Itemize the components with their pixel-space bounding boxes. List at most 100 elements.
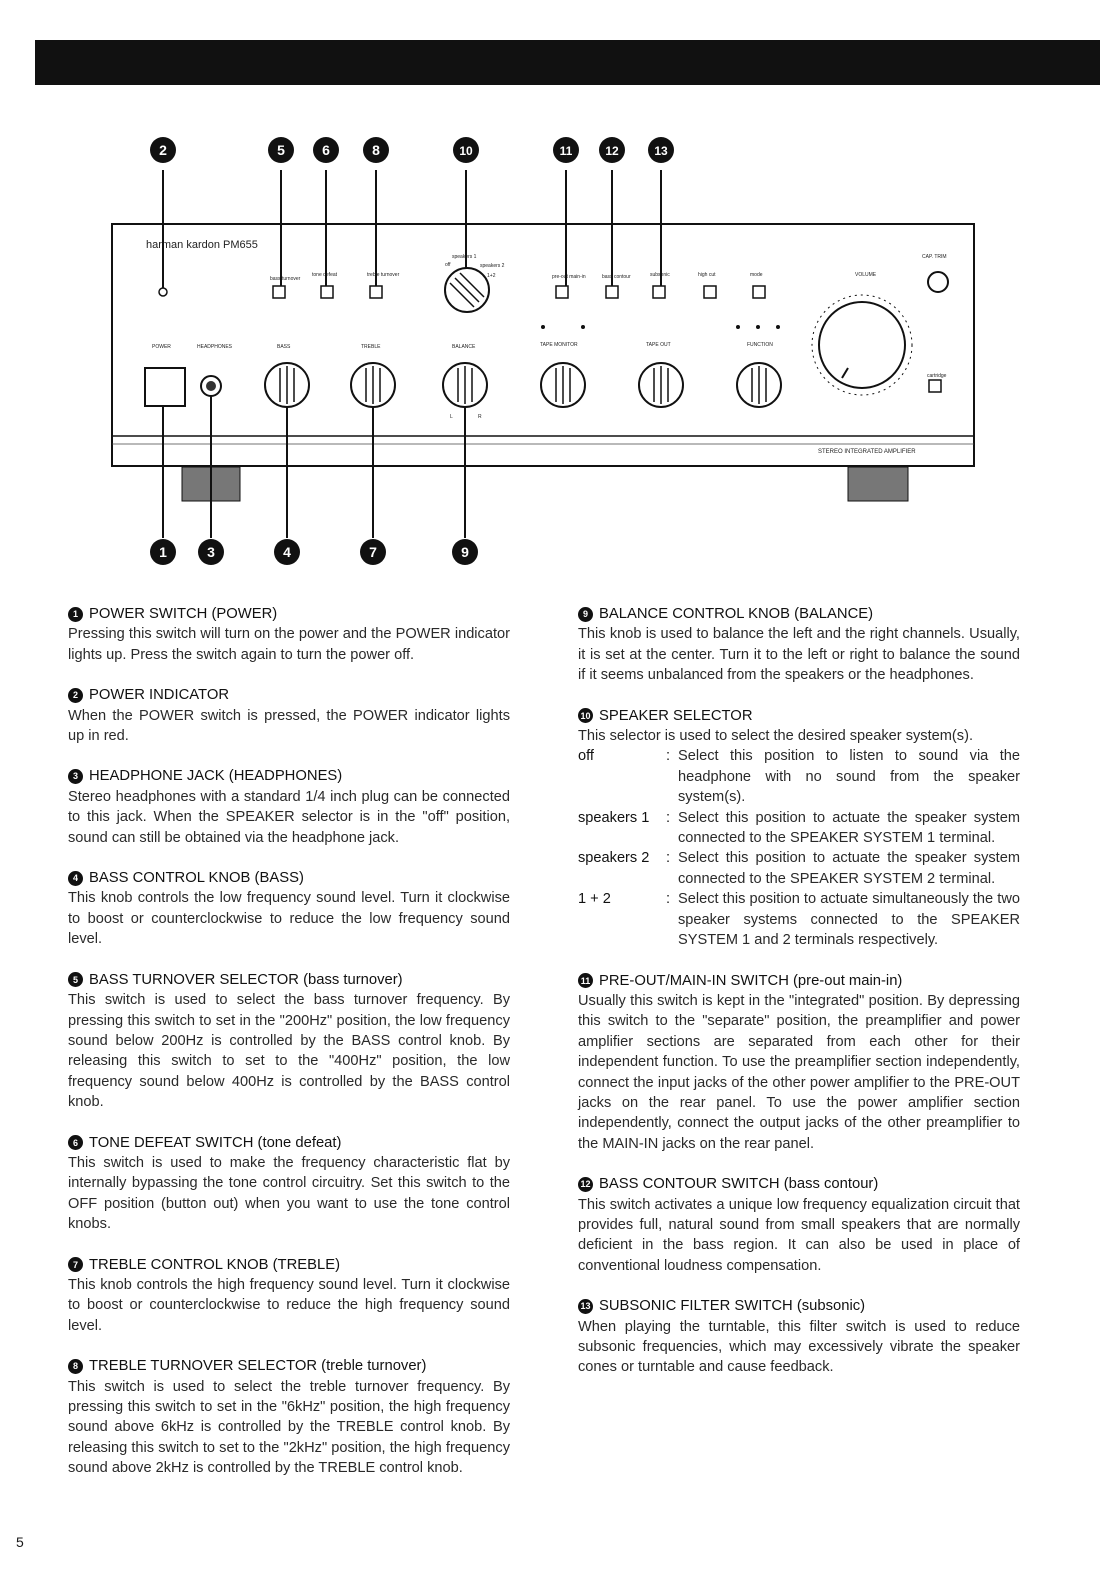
svg-text:5: 5 [277, 142, 285, 158]
section-body: Pressing this switch will turn on the po… [68, 626, 510, 663]
section-title: TREBLE TURNOVER SELECTOR (treble turnove… [89, 1358, 427, 1375]
svg-text:10: 10 [459, 144, 473, 158]
section-number-badge: 10 [578, 708, 593, 724]
svg-text:8: 8 [372, 142, 380, 158]
option-term: speakers 1 [578, 809, 650, 826]
option-term: speakers 2 [578, 850, 650, 867]
svg-text:12: 12 [605, 144, 619, 158]
section-body: When the POWER switch is pressed, the PO… [68, 707, 510, 745]
label-speakers-off: off [445, 262, 451, 268]
section-treble-knob: 7 TREBLE CONTROL KNOB (TREBLE) This knob … [68, 1255, 510, 1337]
section-number-badge: 1 [68, 606, 83, 622]
section-intro: This selector is used to select the desi… [578, 728, 974, 745]
callouts-bottom: 1 3 4 7 9 [150, 539, 478, 565]
option-desc: Select this position to actuate the spea… [678, 809, 1020, 847]
section-body: This switch is used to select the bass t… [68, 992, 510, 1111]
callout-2: 2 [150, 137, 176, 163]
section-number-badge: 6 [68, 1135, 83, 1151]
label-tape-out: TAPE OUT [646, 342, 671, 348]
label-function: FUNCTION [747, 342, 773, 348]
label-bass-contour: bass contour [602, 274, 631, 280]
section-bass-contour: 12 BASS CONTOUR SWITCH (bass contour) Thi… [578, 1174, 1020, 1276]
label-speakers-both: 1+2 [487, 273, 496, 279]
section-tone-defeat: 6 TONE DEFEAT SWITCH (tone defeat) This s… [68, 1133, 510, 1235]
section-number-badge: 8 [68, 1358, 83, 1374]
brand-label: harman kardon PM655 [146, 239, 258, 251]
label-treble-turnover: treble turnover [367, 272, 400, 278]
callout-3: 3 [198, 539, 224, 565]
section-body: This switch is used to select the treble… [68, 1378, 510, 1477]
section-body: This knob controls the low frequency sou… [68, 890, 510, 948]
power-switch-icon [144, 367, 186, 407]
section-number-badge: 7 [68, 1257, 83, 1273]
section-power-switch: 1 POWER SWITCH (POWER) Pressing this swit… [68, 604, 510, 665]
label-volume: VOLUME [855, 272, 877, 278]
label-headphones: HEADPHONES [197, 344, 233, 350]
label-power: POWER [152, 344, 171, 350]
section-title: TREBLE CONTROL KNOB (TREBLE) [89, 1256, 341, 1273]
svg-text:7: 7 [369, 544, 377, 560]
section-body: This knob controls the high frequency so… [68, 1276, 510, 1334]
option-row: speakers 1:Select this position to actua… [578, 808, 1020, 849]
section-title: BASS CONTOUR SWITCH (bass contour) [599, 1176, 879, 1193]
label-preout: pre-out main-in [552, 274, 586, 280]
callout-12: 12 [599, 137, 625, 163]
section-body: Stereo headphones with a standard 1/4 in… [68, 788, 510, 846]
section-title: POWER SWITCH (POWER) [89, 606, 278, 622]
svg-text:6: 6 [322, 142, 330, 158]
left-column: 1 POWER SWITCH (POWER) Pressing this swit… [68, 604, 510, 1499]
section-title: POWER INDICATOR [89, 687, 230, 704]
section-number-badge: 4 [68, 870, 83, 886]
section-title: BASS TURNOVER SELECTOR (bass turnover) [89, 971, 403, 988]
label-l: L [450, 414, 453, 420]
label-mode: mode [750, 272, 763, 278]
section-body: Usually this switch is kept in the "inte… [578, 992, 1020, 1152]
section-number-badge: 5 [68, 972, 83, 988]
option-term: off [578, 748, 594, 765]
option-row: off:Select this position to listen to so… [578, 746, 1020, 807]
section-title: SUBSONIC FILTER SWITCH (subsonic) [599, 1298, 866, 1315]
callout-9: 9 [452, 539, 478, 565]
svg-text:3: 3 [207, 544, 215, 560]
footer-label: STEREO INTEGRATED AMPLIFIER [818, 449, 916, 455]
section-title: BALANCE CONTROL KNOB (BALANCE) [599, 606, 874, 622]
section-title: BASS CONTROL KNOB (BASS) [89, 870, 304, 887]
option-row: speakers 2:Select this position to actua… [578, 848, 1020, 889]
callout-6: 6 [313, 137, 339, 163]
callout-1: 1 [150, 539, 176, 565]
svg-text:9: 9 [461, 544, 469, 560]
callout-8: 8 [363, 137, 389, 163]
label-cartridge: cartridge [927, 373, 947, 379]
section-title: TONE DEFEAT SWITCH (tone defeat) [89, 1134, 342, 1151]
option-desc: Select this position to actuate the spea… [678, 850, 1020, 887]
option-term: 1 + 2 [578, 891, 611, 908]
section-subsonic: 13 SUBSONIC FILTER SWITCH (subsonic) When… [578, 1296, 1020, 1378]
section-body: This switch is used to make the frequenc… [68, 1154, 510, 1233]
option-row: 1 + 2:Select this position to actuate si… [578, 889, 1020, 950]
label-balance: BALANCE [452, 344, 476, 350]
section-number-badge: 11 [578, 973, 593, 989]
callouts-top: 2 5 6 8 10 11 12 13 [150, 137, 674, 163]
svg-text:4: 4 [283, 544, 291, 560]
callout-10: 10 [453, 137, 479, 163]
svg-text:2: 2 [159, 142, 167, 158]
label-treble: TREBLE [361, 344, 381, 350]
section-title: HEADPHONE JACK (HEADPHONES) [89, 768, 343, 785]
header-bar [35, 40, 1100, 85]
section-body: This switch activates a unique low frequ… [578, 1196, 1020, 1274]
section-treble-turnover: 8 TREBLE TURNOVER SELECTOR (treble turnov… [68, 1356, 510, 1478]
section-body: This knob is used to balance the left an… [578, 626, 1020, 684]
svg-text:11: 11 [560, 144, 573, 158]
front-panel-diagram: harman kardon PM655 STEREO INTEGRATED AM… [0, 0, 1118, 600]
page-number: 5 [16, 1534, 24, 1550]
section-number-badge: 13 [578, 1298, 593, 1314]
section-number-badge: 12 [578, 1176, 593, 1192]
section-title: SPEAKER SELECTOR [599, 707, 753, 724]
section-body: When playing the turntable, this filter … [578, 1318, 1020, 1376]
callout-13: 13 [648, 137, 674, 163]
